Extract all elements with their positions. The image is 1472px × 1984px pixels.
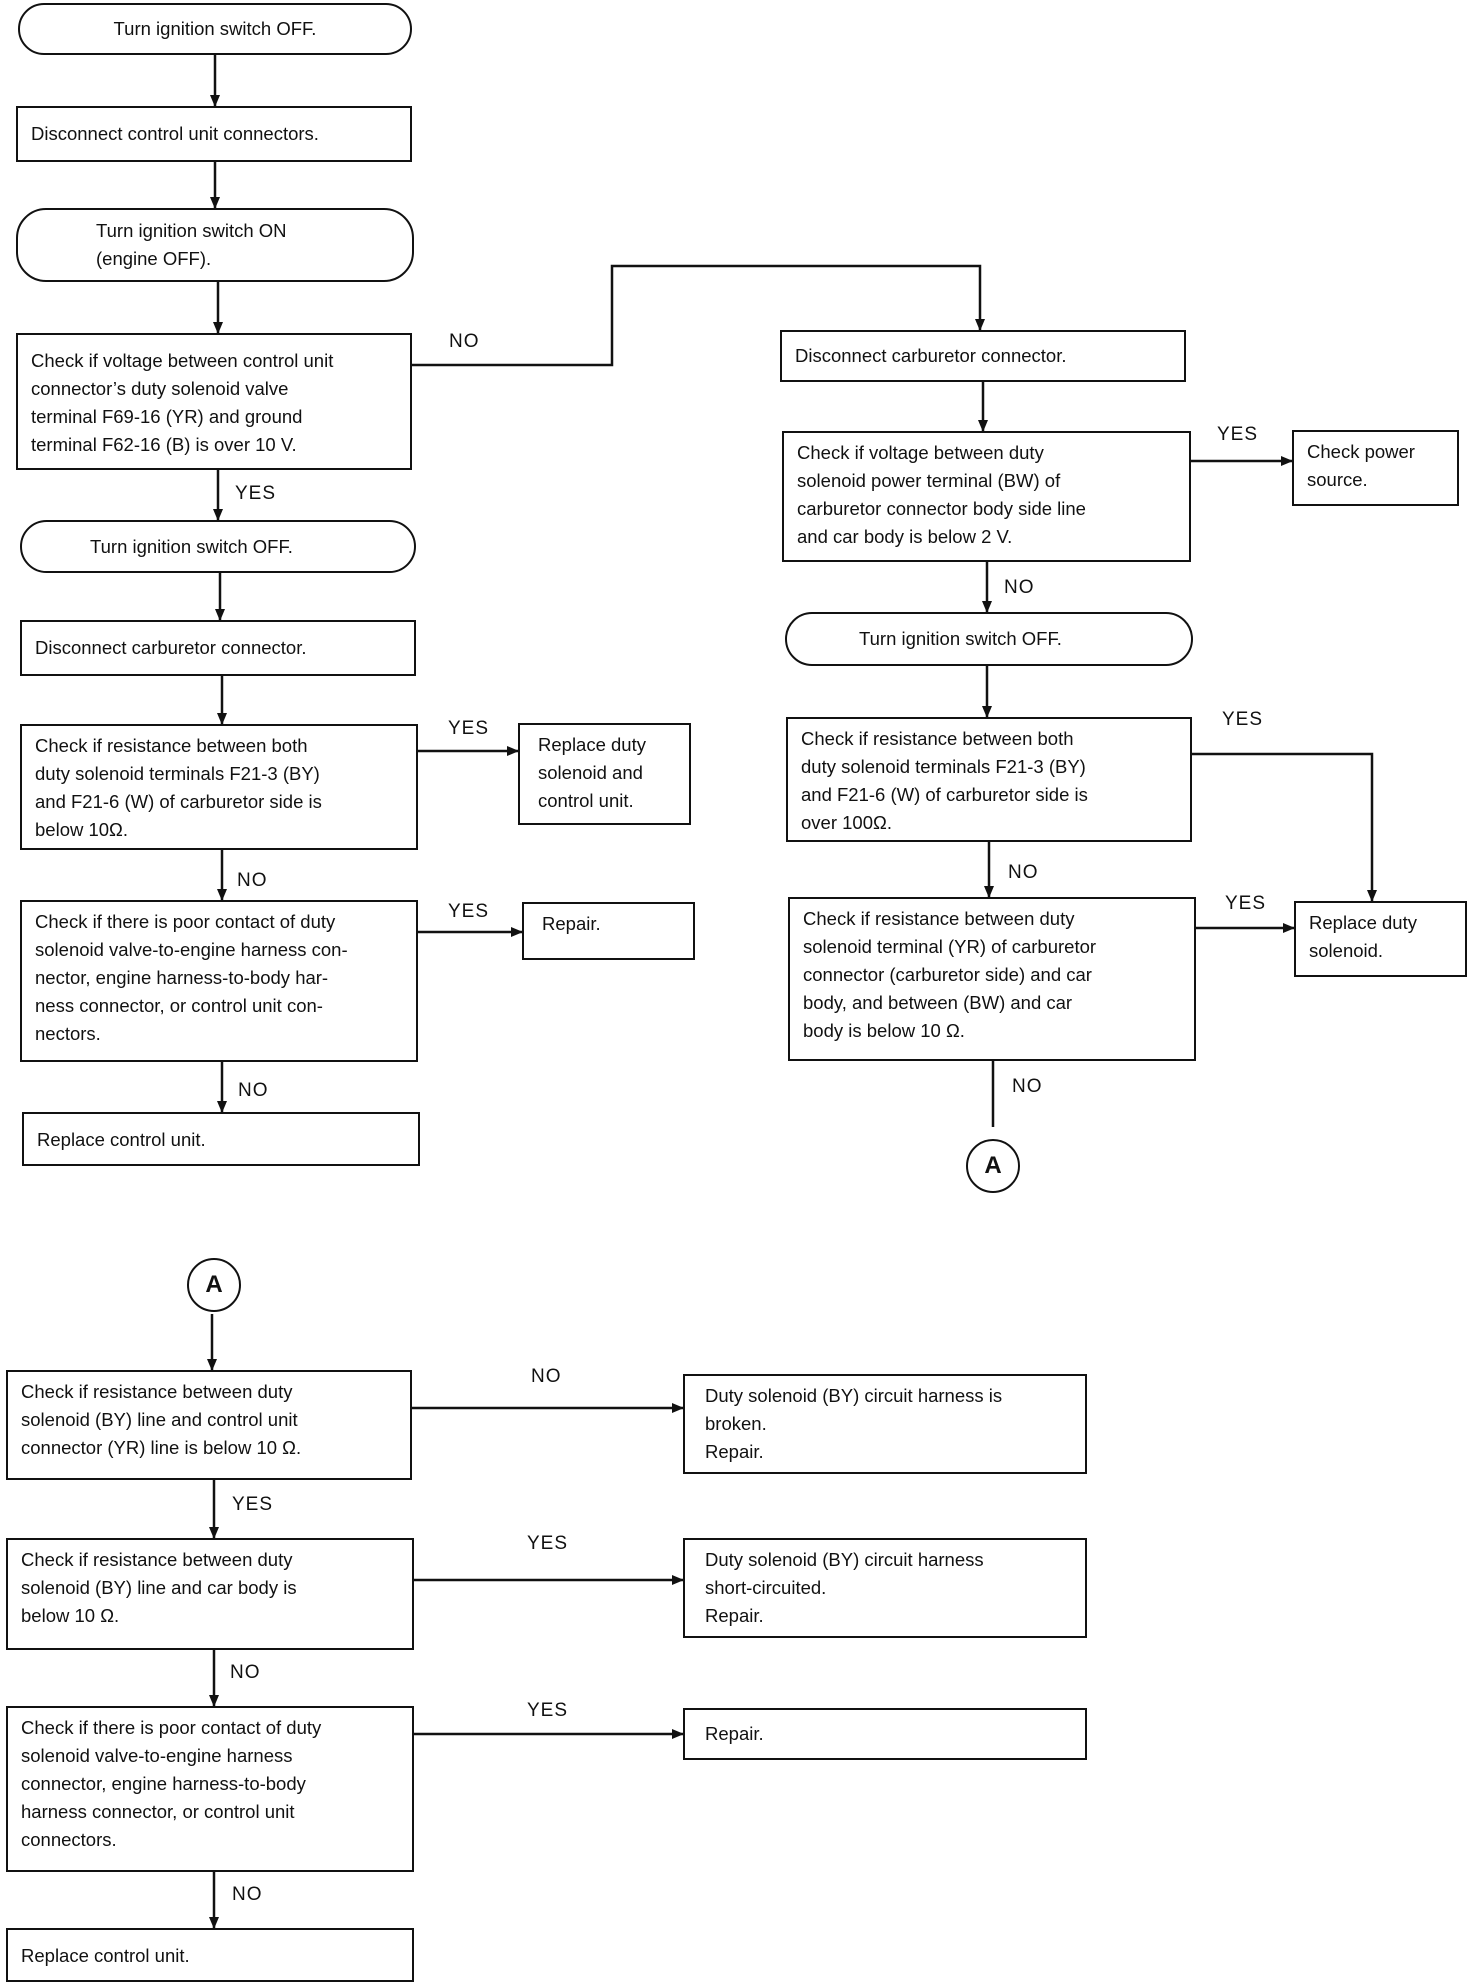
result-replace-solenoid-and-cu-text: Replace duty solenoid and control unit. [538,734,646,811]
check-resistance-over-text: Check if resistance between both duty so… [801,728,1088,833]
step-ignition-off-1-text: Turn ignition switch OFF. [113,18,317,39]
check-control-unit-voltage: Check if voltage between control unit co… [16,333,412,470]
check-resistance-over: Check if resistance between both duty so… [786,717,1192,842]
check-by-yr-resistance: Check if resistance between duty solenoi… [6,1370,412,1480]
step-ignition-off-2-text: Turn ignition switch OFF. [90,535,293,557]
result-harness-broken-text: Duty solenoid (BY) circuit harness is br… [705,1385,1003,1462]
result-replace-control-unit: Replace control unit. [22,1112,420,1166]
result-replace-duty-solenoid: Replace duty solenoid. [1294,901,1467,977]
label-no: NO [230,1662,261,1683]
step-ignition-on: Turn ignition switch ON (engine OFF). [16,208,414,282]
check-by-body-resistance: Check if resistance between duty solenoi… [6,1538,414,1650]
check-poor-contact: Check if there is poor contact of duty s… [20,900,418,1062]
result-harness-short: Duty solenoid (BY) circuit harness short… [683,1538,1087,1638]
label-yes: YES [1225,893,1267,914]
result-replace-duty-solenoid-text: Replace duty solenoid. [1309,912,1417,961]
step-disconnect-carburetor-right: Disconnect carburetor connector. [780,330,1186,382]
connector-a-out: A [966,1139,1020,1193]
result-harness-broken: Duty solenoid (BY) circuit harness is br… [683,1374,1087,1474]
label-no: NO [232,1884,263,1905]
result-repair-text: Repair. [542,913,601,934]
result-check-power-source: Check power source. [1292,430,1459,506]
label-no: NO [531,1366,562,1387]
check-poor-contact-bottom: Check if there is poor contact of duty s… [6,1706,414,1872]
label-no: NO [238,1080,269,1101]
step-ignition-off-1: Turn ignition switch OFF. [18,3,412,55]
step-disconnect-carburetor-text: Disconnect carburetor connector. [35,637,307,658]
step-disconnect-carburetor: Disconnect carburetor connector. [20,620,416,676]
check-poor-contact-text: Check if there is poor contact of duty s… [35,911,348,1044]
result-harness-short-text: Duty solenoid (BY) circuit harness short… [705,1549,984,1626]
result-repair-bottom: Repair. [683,1708,1087,1760]
check-poor-contact-bottom-text: Check if there is poor contact of duty s… [21,1717,322,1850]
label-no: NO [1008,862,1039,883]
check-power-terminal-voltage: Check if voltage between duty solenoid p… [782,431,1191,562]
label-yes: YES [527,1533,569,1554]
label-yes: YES [1222,709,1264,730]
step-disconnect-control-unit: Disconnect control unit connectors. [16,106,412,162]
result-replace-solenoid-and-cu: Replace duty solenoid and control unit. [518,723,691,825]
check-resistance-yr-bw-text: Check if resistance between duty solenoi… [803,908,1097,1041]
label-yes: YES [232,1494,274,1515]
result-check-power-source-text: Check power source. [1307,441,1415,490]
step-ignition-off-2: Turn ignition switch OFF. [20,520,416,573]
check-resistance-below-text: Check if resistance between both duty so… [35,735,322,840]
check-resistance-below: Check if resistance between both duty so… [20,724,418,850]
step-disconnect-control-unit-text: Disconnect control unit connectors. [31,123,319,144]
check-by-yr-resistance-text: Check if resistance between duty solenoi… [21,1381,302,1458]
result-replace-control-unit-bottom: Replace control unit. [6,1928,414,1982]
label-no: NO [1004,577,1035,598]
check-control-unit-voltage-text: Check if voltage between control unit co… [31,350,334,455]
label-no: NO [1012,1076,1043,1097]
check-by-body-resistance-text: Check if resistance between duty solenoi… [21,1549,297,1626]
result-repair-bottom-text: Repair. [705,1723,764,1744]
step-disconnect-carburetor-right-text: Disconnect carburetor connector. [795,345,1067,366]
label-no: NO [449,331,480,352]
label-yes: YES [527,1700,569,1721]
check-resistance-yr-bw: Check if resistance between duty solenoi… [788,897,1196,1061]
result-replace-control-unit-bottom-text: Replace control unit. [21,1945,190,1966]
step-ignition-off-right: Turn ignition switch OFF. [785,612,1193,666]
label-yes: YES [1217,424,1259,445]
connector-a-in: A [187,1258,241,1312]
result-replace-control-unit-text: Replace control unit. [37,1129,206,1150]
label-yes: YES [448,901,490,922]
result-repair: Repair. [522,902,695,960]
check-power-terminal-voltage-text: Check if voltage between duty solenoid p… [797,442,1086,547]
label-yes: YES [448,718,490,739]
step-ignition-on-text: Turn ignition switch ON (engine OFF). [96,220,287,269]
label-no: NO [237,870,268,891]
step-ignition-off-right-text: Turn ignition switch OFF. [859,628,1062,649]
label-yes: YES [235,483,277,504]
